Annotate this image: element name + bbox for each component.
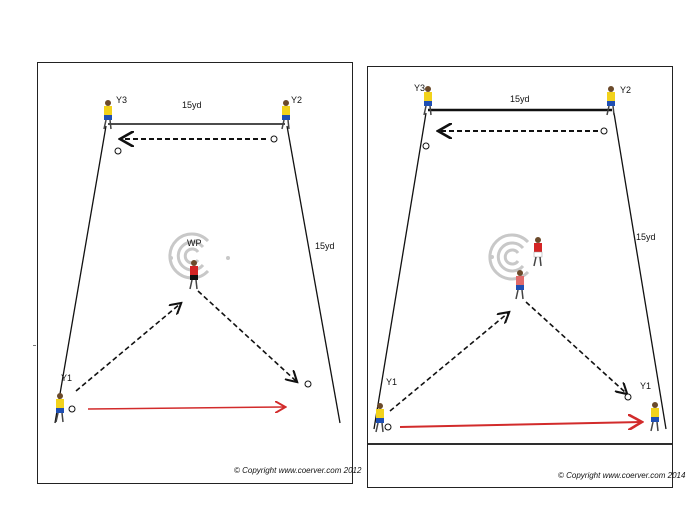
pass-center-to-y1	[525, 301, 626, 393]
edge-mark	[33, 345, 36, 346]
pass-wp-to-corner	[197, 290, 296, 381]
pass-y1-to-wp	[75, 304, 180, 392]
copyright: © Copyright www.coerver.com 2012	[234, 466, 362, 475]
ball-icon	[600, 127, 608, 135]
ball-icon	[422, 142, 430, 150]
field-left-line	[54, 125, 107, 424]
label-wp: WP	[187, 238, 202, 248]
label-y3: Y3	[414, 83, 425, 93]
pass-y1-to-center	[389, 313, 508, 412]
label-y1-left: Y1	[386, 377, 397, 387]
label-y3: Y3	[116, 95, 127, 105]
player-figure-icon	[650, 402, 659, 432]
ball-icon	[68, 405, 76, 413]
ball-icon	[114, 147, 122, 155]
drill-diagram-2012: Y3 Y2 15yd 15yd WP Y1 © Copyright www.co…	[37, 62, 362, 484]
right-diagram-svg: Y3 Y2 15yd 15yd Y1 Y1 © Copyright www.co…	[368, 83, 686, 480]
field-right-line	[613, 112, 667, 430]
run-red	[399, 422, 640, 427]
label-y1-right: Y1	[640, 381, 651, 391]
player-figure-icon	[515, 270, 524, 300]
player-figure-icon	[281, 100, 290, 130]
player-figure-icon	[533, 237, 543, 267]
ball-icon	[384, 423, 392, 431]
label-side-distance: 15yd	[636, 232, 656, 242]
player-figure-icon	[103, 100, 112, 130]
label-y1: Y1	[61, 373, 72, 383]
ball-icon	[304, 380, 312, 388]
label-y2: Y2	[620, 85, 631, 95]
player-figure-icon	[606, 86, 615, 116]
coerver-logo-icon	[488, 233, 530, 281]
label-side-distance: 15yd	[315, 241, 335, 251]
left-diagram-svg: Y3 Y2 15yd 15yd WP Y1 © Copyright www.co…	[54, 95, 362, 475]
player-figure-icon	[375, 403, 384, 433]
player-figure-icon	[189, 260, 198, 290]
player-figure-icon	[55, 393, 64, 423]
drill-diagram-2014: Y3 Y2 15yd 15yd Y1 Y1 © Copyright www.co…	[367, 66, 686, 488]
field-right-line	[286, 125, 341, 424]
player-figure-icon	[423, 86, 432, 116]
field-left-line	[373, 112, 427, 430]
run-y1-red	[87, 407, 284, 409]
label-top-distance: 15yd	[182, 100, 202, 110]
label-y2: Y2	[291, 95, 302, 105]
ball-icon	[270, 135, 278, 143]
label-top-distance: 15yd	[510, 94, 530, 104]
ball-icon	[624, 393, 632, 401]
copyright: © Copyright www.coerver.com 2014	[558, 471, 686, 480]
